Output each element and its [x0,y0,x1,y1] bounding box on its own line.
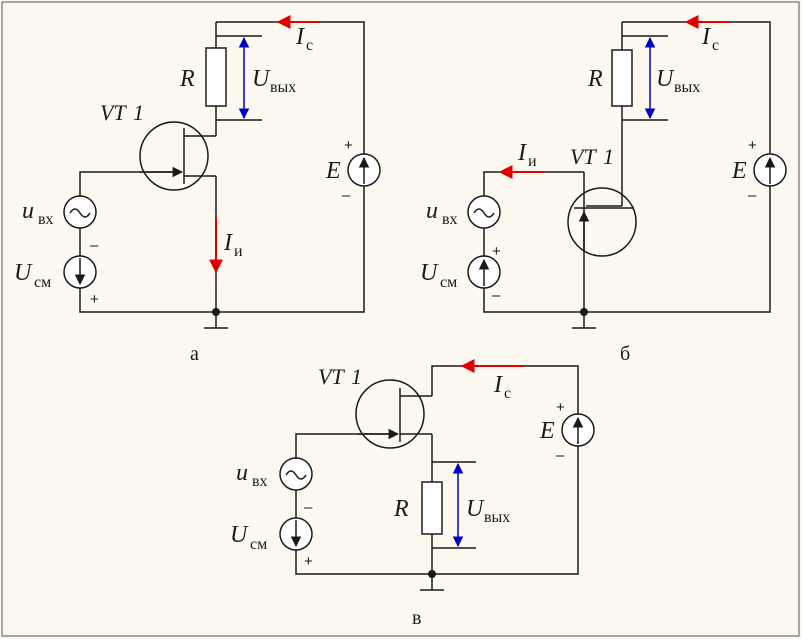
circuit-a-resistor [205,47,227,107]
circuit-a-e-label: E [325,158,341,184]
circuit-a-ii-sub: и [234,243,243,260]
circuit-c-e-label: E [539,418,555,444]
circuit-b-ucm-plus: + [492,243,501,260]
circuit-c-loop-wire [295,365,579,575]
circuit-c-ac-sine-icon [285,470,307,480]
circuit-c-junction-dot [428,570,436,578]
circuit-a-e-plus: + [344,137,353,154]
circuit-c-uin-sub: вх [252,473,268,490]
circuit-b-ii-sub: и [528,153,537,170]
circuit-a-vt-num: 1 [133,100,144,125]
circuit-a-uout-sub: вых [270,79,296,96]
circuit-c-e-minus: – [556,447,565,464]
circuit-b-uin-label: u [426,198,438,224]
circuit-c-resistor [421,481,443,535]
circuit-c-ucm-label: U [230,522,249,548]
circuit-a-ucm-plus: + [90,291,99,308]
circuit-a-ac-sine-icon [69,208,91,218]
circuit-b-ii-label: I [517,140,527,166]
circuit-c-vt-num: 1 [351,364,362,389]
circuit-c-resistor-label: R [393,496,409,522]
circuit-b: R U вых I с VT 1 I и u вх U см + – E + –… [420,15,787,365]
caption-b: б [620,343,630,365]
circuit-b-ucm-sub: см [440,274,457,291]
circuit-c-vt-label: VT [318,364,345,389]
circuit-b-ic-sub: с [712,37,719,54]
circuit-a-ucm-sub: см [34,274,51,291]
caption-a: а [190,343,199,365]
circuit-a-ii-label: I [223,230,233,256]
circuit-a-uout-label: U [252,66,271,92]
circuit-c-ucm-minus: – [304,499,313,516]
circuit-b-vt-num: 1 [603,144,614,169]
circuit-b-transistor-body [567,187,637,257]
circuit-b-ic-label: I [701,24,711,50]
circuit-b-ucm-label: U [420,260,439,286]
circuit-c-uout-sub: вых [484,509,510,526]
circuit-c-ucm-plus: + [304,553,313,570]
circuit-a-ic-label: I [295,24,305,50]
circuit-b-ucm-minus: – [492,287,501,304]
circuit-b-uout-sub: вых [674,79,700,96]
circuit-c-uout-label: U [466,496,485,522]
caption-c: в [412,607,421,629]
circuit-a-junction-dot [212,308,220,316]
circuit-b-uout-label: U [656,66,675,92]
circuit-b-e-plus: + [748,137,757,154]
circuit-c-ic-label: I [493,372,503,398]
circuit-a-uin-sub: вх [38,211,54,228]
circuit-a-uin-label: u [22,198,34,224]
circuit-a-vt-label: VT [100,100,127,125]
circuit-a-ic-sub: с [306,37,313,54]
circuit-b-resistor-label: R [587,66,603,92]
circuit-b-resistor [611,49,633,107]
circuit-b-uin-sub: вх [442,211,458,228]
circuit-b-vt-label: VT [570,144,597,169]
circuit-a: R U вых I с VT 1 I и u вх U см – + E + –… [14,15,381,365]
circuit-a-ucm-label: U [14,260,33,286]
circuit-c-ucm-sub: см [250,536,267,553]
circuit-b-junction-dot [580,308,588,316]
circuit-a-transistor-body [139,121,209,191]
circuit-b-ac-sine-icon [473,208,495,218]
circuit-a-e-minus: – [342,187,351,204]
circuit-a-resistor-label: R [179,66,195,92]
circuit-c-uin-label: u [236,460,248,486]
circuit-b-e-label: E [731,158,747,184]
circuit-a-ucm-minus: – [90,237,99,254]
circuit-c-ic-sub: с [504,385,511,402]
circuit-c-transistor-body [355,379,425,449]
circuit-a-loop-wire [79,21,365,313]
circuit-c: VT 1 I с R U вых u вх U см – + E + – в [230,359,595,629]
circuit-b-e-minus: – [748,187,757,204]
circuit-c-e-plus: + [556,399,565,416]
